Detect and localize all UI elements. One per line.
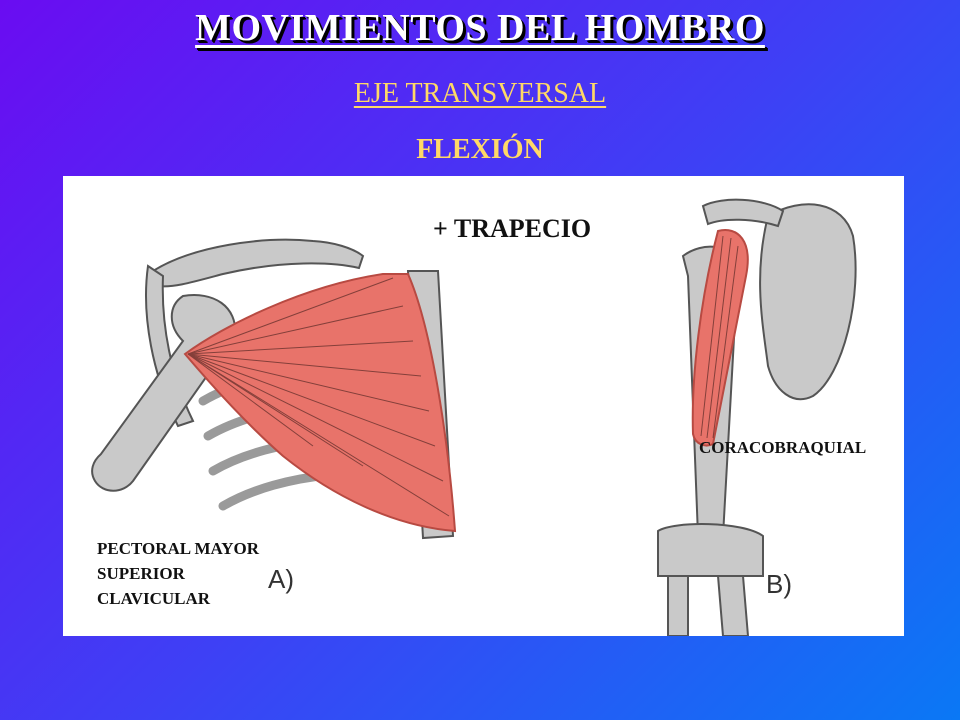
panel-b-tag: B): [766, 569, 792, 599]
pectoral-label-line: PECTORAL MAYOR: [97, 539, 259, 558]
movement-heading: FLEXIÓN: [416, 134, 544, 165]
pectoral-muscle: [183, 273, 457, 533]
slide-title: MOVIMIENTOS DEL HOMBRO: [195, 7, 765, 49]
pectoral-label-line: CLAVICULAR: [97, 589, 211, 608]
extra-muscle-label: + TRAPECIO: [433, 214, 592, 243]
axis-subtitle: EJE TRANSVERSAL: [353, 78, 607, 109]
coracobrachialis-muscle: [691, 229, 749, 447]
panel-b-bones: [657, 198, 857, 636]
coracobrachialis-label: CORACOBRAQUIAL: [699, 438, 867, 457]
anatomy-illustration: [91, 198, 857, 636]
panel-a-tag: A): [268, 564, 294, 594]
pectoral-label-line: SUPERIOR: [97, 564, 185, 583]
pectoral-label: PECTORAL MAYOR SUPERIOR CLAVICULAR: [97, 536, 259, 611]
anatomy-figure: + TRAPECIO CORACOBRAQUIAL PECTORAL MAYOR…: [63, 176, 904, 636]
